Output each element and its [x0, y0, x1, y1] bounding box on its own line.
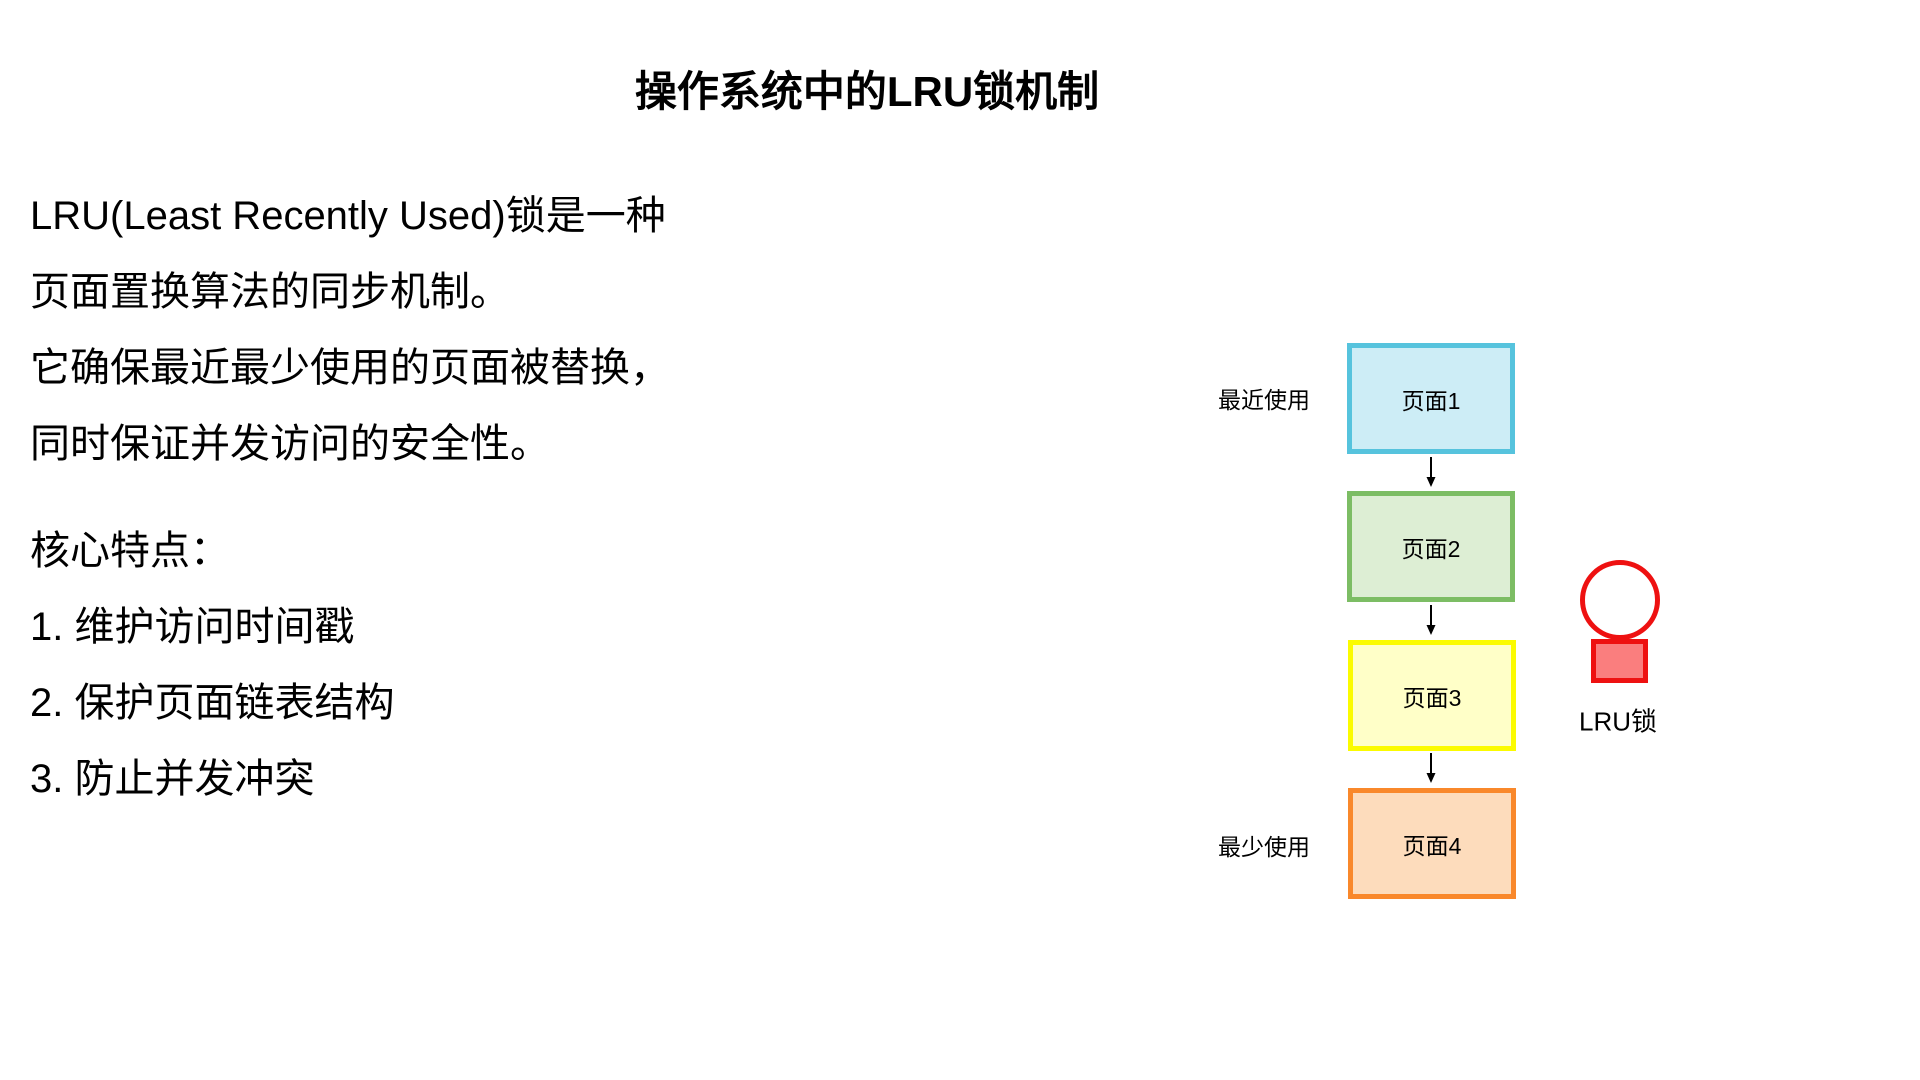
- feature-item: 2. 保护页面链表结构: [30, 681, 395, 725]
- feature-item: 3. 防止并发冲突: [30, 757, 315, 801]
- lock-label: LRU锁: [1578, 706, 1658, 737]
- page-box-3: 页面3: [1348, 640, 1516, 751]
- down-arrow-icon: [1426, 753, 1436, 783]
- down-arrow-icon: [1426, 457, 1436, 487]
- lock-body-icon: [1591, 639, 1648, 683]
- features-heading: 核心特点：: [30, 529, 230, 573]
- page-box-1: 页面1: [1347, 343, 1515, 454]
- page-box-label: 页面4: [1402, 832, 1462, 859]
- lock-shackle-icon: [1580, 560, 1660, 640]
- intro-line: 页面置换算法的同步机制。: [30, 270, 510, 314]
- least-recent-label: 最少使用: [1218, 834, 1310, 860]
- features-paragraph: 核心特点： 1. 维护访问时间戳 2. 保护页面链表结构 3. 防止并发冲突: [30, 513, 670, 817]
- intro-text: LRU(Least Recently Used)锁是一种 页面置换算法的同步机制…: [30, 178, 670, 817]
- intro-line: LRU(Least Recently Used)锁是一种: [30, 194, 666, 238]
- page-title: 操作系统中的LRU锁机制: [634, 68, 1100, 115]
- page-box-2: 页面2: [1347, 491, 1515, 602]
- page-box-label: 页面1: [1401, 387, 1461, 414]
- page-box-label: 页面2: [1401, 535, 1461, 562]
- down-arrow-icon: [1426, 605, 1436, 635]
- intro-paragraph: LRU(Least Recently Used)锁是一种 页面置换算法的同步机制…: [30, 178, 670, 482]
- most-recent-label: 最近使用: [1218, 387, 1310, 413]
- intro-line: 同时保证并发访问的安全性。: [30, 422, 550, 466]
- intro-line: 它确保最近最少使用的页面被替换，: [30, 346, 670, 390]
- page-box-4: 页面4: [1348, 788, 1516, 899]
- feature-item: 1. 维护访问时间戳: [30, 605, 355, 649]
- page-box-label: 页面3: [1402, 684, 1462, 711]
